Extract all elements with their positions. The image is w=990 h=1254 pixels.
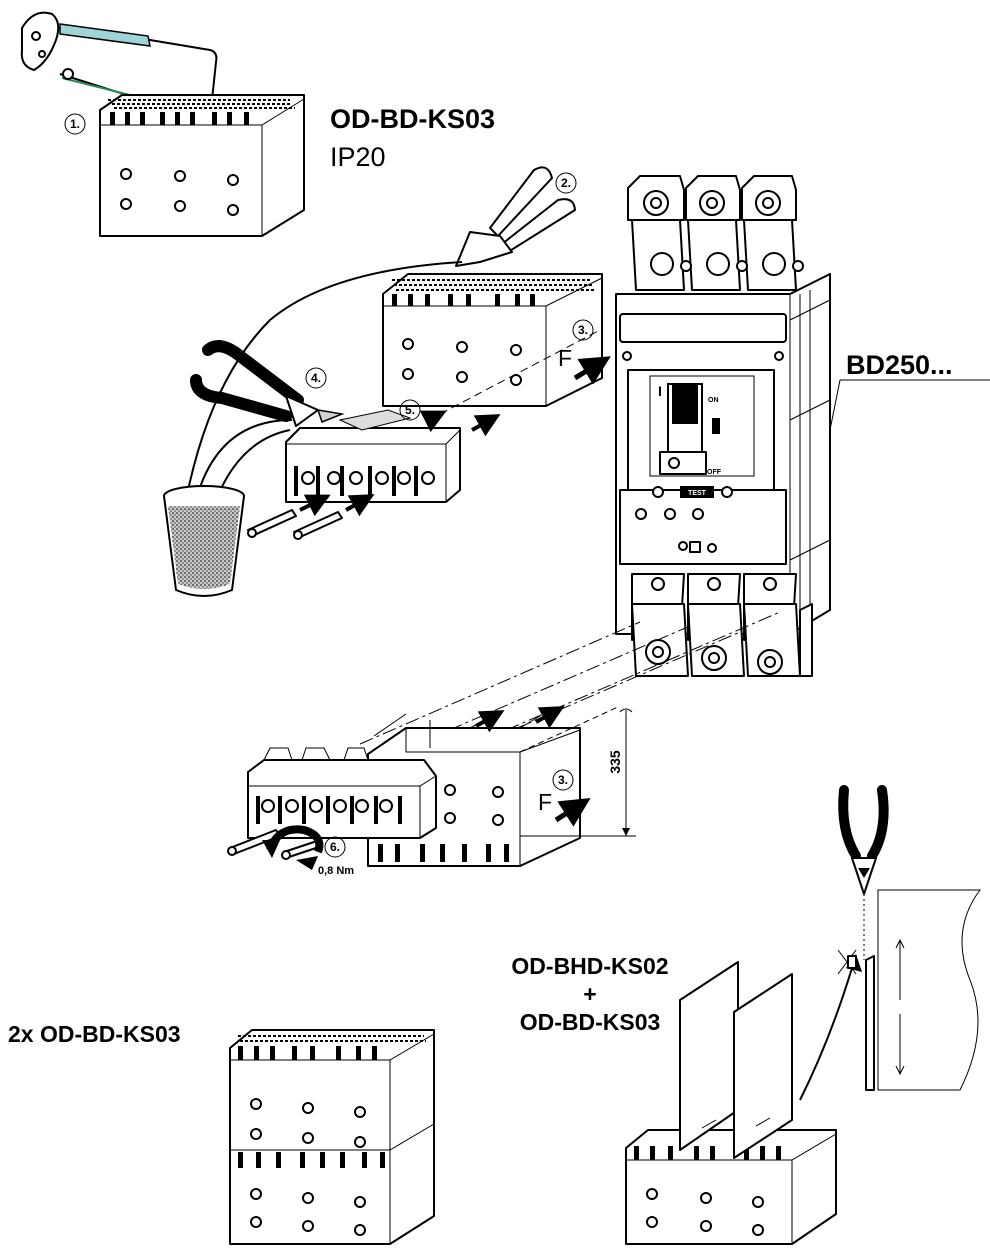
dimension-line: 335 <box>520 708 636 837</box>
cover-part-2 <box>382 273 603 407</box>
breaker-body <box>615 273 831 635</box>
step-3-label-bottom: 3. <box>558 773 568 787</box>
step-3-badge-bottom: 3. <box>552 769 574 791</box>
insert-curve-arrow <box>799 967 853 1101</box>
test-button[interactable]: TEST <box>688 490 707 497</box>
terminal-block-top <box>285 409 461 503</box>
pliers-icon-bottom <box>838 785 889 960</box>
torque-arrow-icon <box>262 825 324 870</box>
step-6-label: 6. <box>330 840 340 854</box>
double-cover-stack <box>229 1029 435 1245</box>
step-5-label: 5. <box>405 403 415 417</box>
cutter-icon <box>190 340 345 427</box>
torque-value: 0,8 Nm <box>318 865 354 877</box>
on-mark: I <box>658 383 662 399</box>
step-2-label: 2. <box>561 176 571 190</box>
breaker-label-group: BD250... <box>829 350 990 431</box>
on-label: ON <box>708 397 719 404</box>
step-4-label: 4. <box>311 371 321 385</box>
combo-line-1: OD-BHD-KS02 <box>511 953 668 979</box>
breaker-bottom-terminals <box>631 573 813 677</box>
step-3-label-top: 3. <box>578 323 588 337</box>
terminal-block-bottom <box>247 747 437 839</box>
step-2-badge: 2. <box>555 172 577 194</box>
bin-icon <box>163 485 245 597</box>
product-title: OD-BD-KS03 <box>330 104 495 134</box>
combo-line-2: OD-BD-KS03 <box>520 1009 661 1035</box>
breaker-model: BD250... <box>846 350 953 380</box>
ip-rating: IP20 <box>330 142 386 172</box>
saw-icon <box>20 11 218 101</box>
dimension-value: 335 <box>607 750 623 774</box>
insert-arrows-bottom <box>475 706 565 733</box>
plate-side-detail <box>837 889 981 1091</box>
step-5-badge: 5. <box>399 399 421 421</box>
force-arrow-top <box>573 356 611 385</box>
top-cover <box>99 94 305 237</box>
step-1-badge: 1. <box>64 113 86 135</box>
insert-arrows <box>299 329 601 517</box>
force-label-top: F <box>558 345 572 371</box>
step-6-badge: 6. <box>324 836 346 858</box>
step-3-badge-top: 3. <box>572 319 594 341</box>
breaker-top-terminals <box>627 175 804 291</box>
pliers-icon <box>455 166 576 267</box>
step-4-badge: 4. <box>305 367 327 389</box>
force-label-bottom: F <box>538 789 552 815</box>
off-label: OFF <box>707 469 722 476</box>
step-1-label: 1. <box>70 117 80 131</box>
screw-icon <box>247 509 343 540</box>
combo-assembly <box>625 961 837 1245</box>
force-arrow-bottom <box>554 797 591 827</box>
double-cover-label: 2x OD-BD-KS03 <box>8 1021 181 1047</box>
combo-plus: + <box>583 981 596 1007</box>
